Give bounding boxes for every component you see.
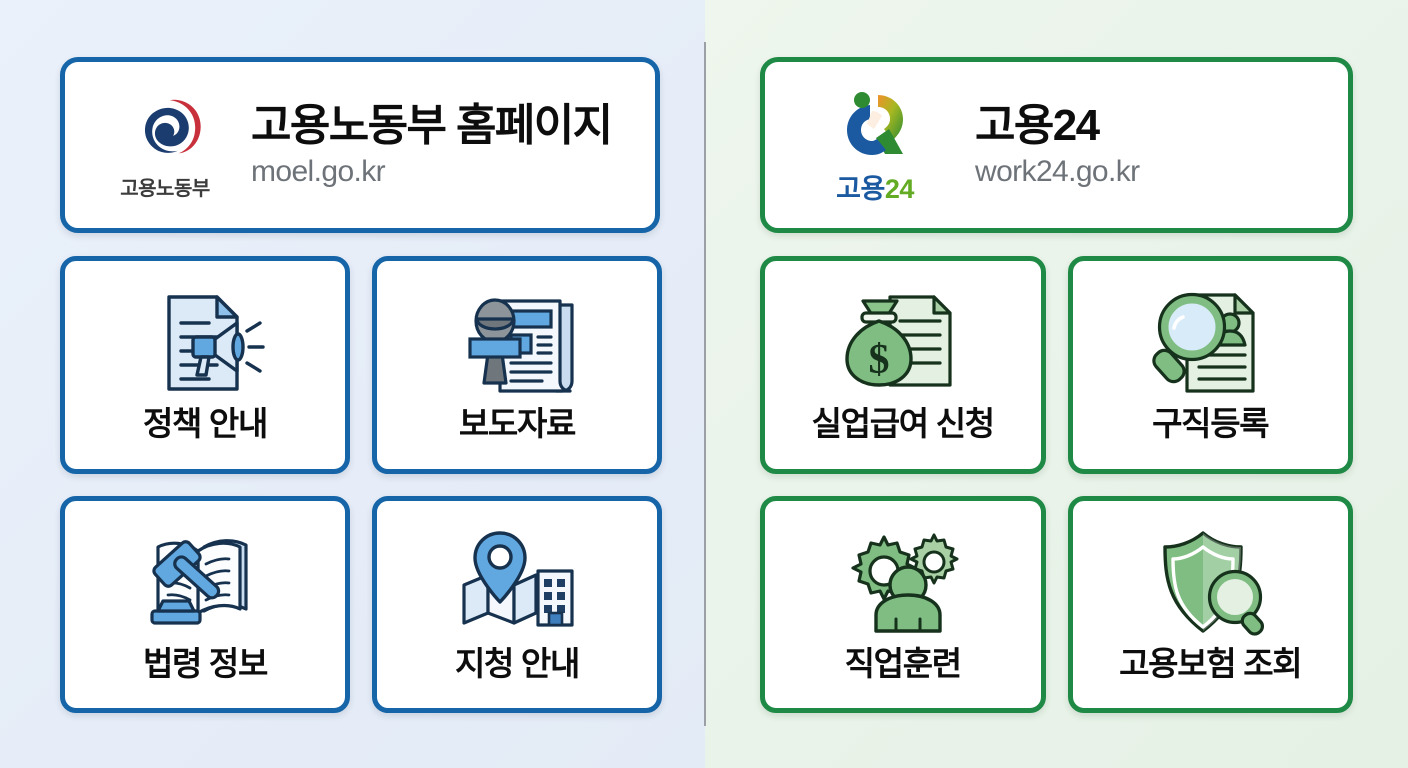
megaphone-document-icon <box>143 285 267 401</box>
work24-tile-grid: $ 실업급여 신청 <box>760 256 1353 713</box>
microphone-newspaper-icon <box>454 285 580 401</box>
work24-panel-content: 고용24 고용24 work24.go.kr <box>760 57 1353 713</box>
work24-header-card[interactable]: 고용24 고용24 work24.go.kr <box>760 57 1353 233</box>
work24-title: 고용24 <box>975 100 1100 150</box>
work24-brand-text: 고용24 work24.go.kr <box>975 102 1140 189</box>
tile-press-release[interactable]: 보도자료 <box>372 256 662 474</box>
tile-law-info[interactable]: 법령 정보 <box>60 495 350 713</box>
moel-taegeuk-logo <box>123 92 207 175</box>
tile-employment-insurance-lookup[interactable]: 고용보험 조회 <box>1067 495 1353 713</box>
tile-label: 법령 정보 <box>142 644 268 682</box>
work24-url: work24.go.kr <box>975 155 1140 189</box>
tile-label: 정책 안내 <box>142 405 268 443</box>
moel-logo-wordmark: 고용노동부 <box>120 177 210 200</box>
moel-brand-logo: 고용노동부 <box>99 92 231 199</box>
tile-policy-guide[interactable]: 정책 안내 <box>60 256 350 474</box>
tile-label: 직업훈련 <box>844 644 963 682</box>
gavel-book-icon <box>142 525 268 641</box>
tile-label: 실업급여 신청 <box>811 405 996 443</box>
map-pin-building-icon <box>454 525 580 641</box>
tile-label: 구직등록 <box>1152 405 1270 443</box>
work24-brand-logo: 고용24 <box>809 87 941 203</box>
gears-person-icon <box>840 525 966 641</box>
money-bag-document-icon: $ <box>840 285 966 401</box>
work24-logo <box>832 87 918 172</box>
moel-tile-grid: 정책 안내 <box>60 256 662 713</box>
work24-panel: 고용24 고용24 work24.go.kr <box>705 0 1408 768</box>
tile-unemployment-benefit[interactable]: $ 실업급여 신청 <box>760 256 1046 474</box>
tile-branch-office[interactable]: 지청 안내 <box>372 495 662 713</box>
magnifier-resume-icon <box>1147 285 1273 401</box>
shield-magnifier-icon <box>1147 525 1273 641</box>
moel-panel-content: 고용노동부 고용노동부 홈페이지 moel.go.kr <box>60 57 662 713</box>
work24-wordmark-number: 24 <box>884 174 915 204</box>
moel-header-card[interactable]: 고용노동부 고용노동부 홈페이지 moel.go.kr <box>60 57 660 233</box>
svg-text:$: $ <box>868 337 889 383</box>
work24-logo-wordmark: 고용24 <box>836 176 914 203</box>
moel-panel: 고용노동부 고용노동부 홈페이지 moel.go.kr <box>0 0 705 768</box>
moel-brand-text: 고용노동부 홈페이지 moel.go.kr <box>251 100 613 189</box>
moel-url: moel.go.kr <box>251 155 386 189</box>
tile-job-registration[interactable]: 구직등록 <box>1067 256 1353 474</box>
panel-divider <box>704 42 706 726</box>
tile-label: 고용보험 조회 <box>1119 644 1303 682</box>
tile-label: 보도자료 <box>458 405 577 443</box>
moel-title: 고용노동부 홈페이지 <box>251 100 613 150</box>
tile-vocational-training[interactable]: 직업훈련 <box>760 495 1046 713</box>
work24-wordmark-hangul: 고용 <box>836 174 885 204</box>
tile-label: 지청 안내 <box>454 644 580 682</box>
